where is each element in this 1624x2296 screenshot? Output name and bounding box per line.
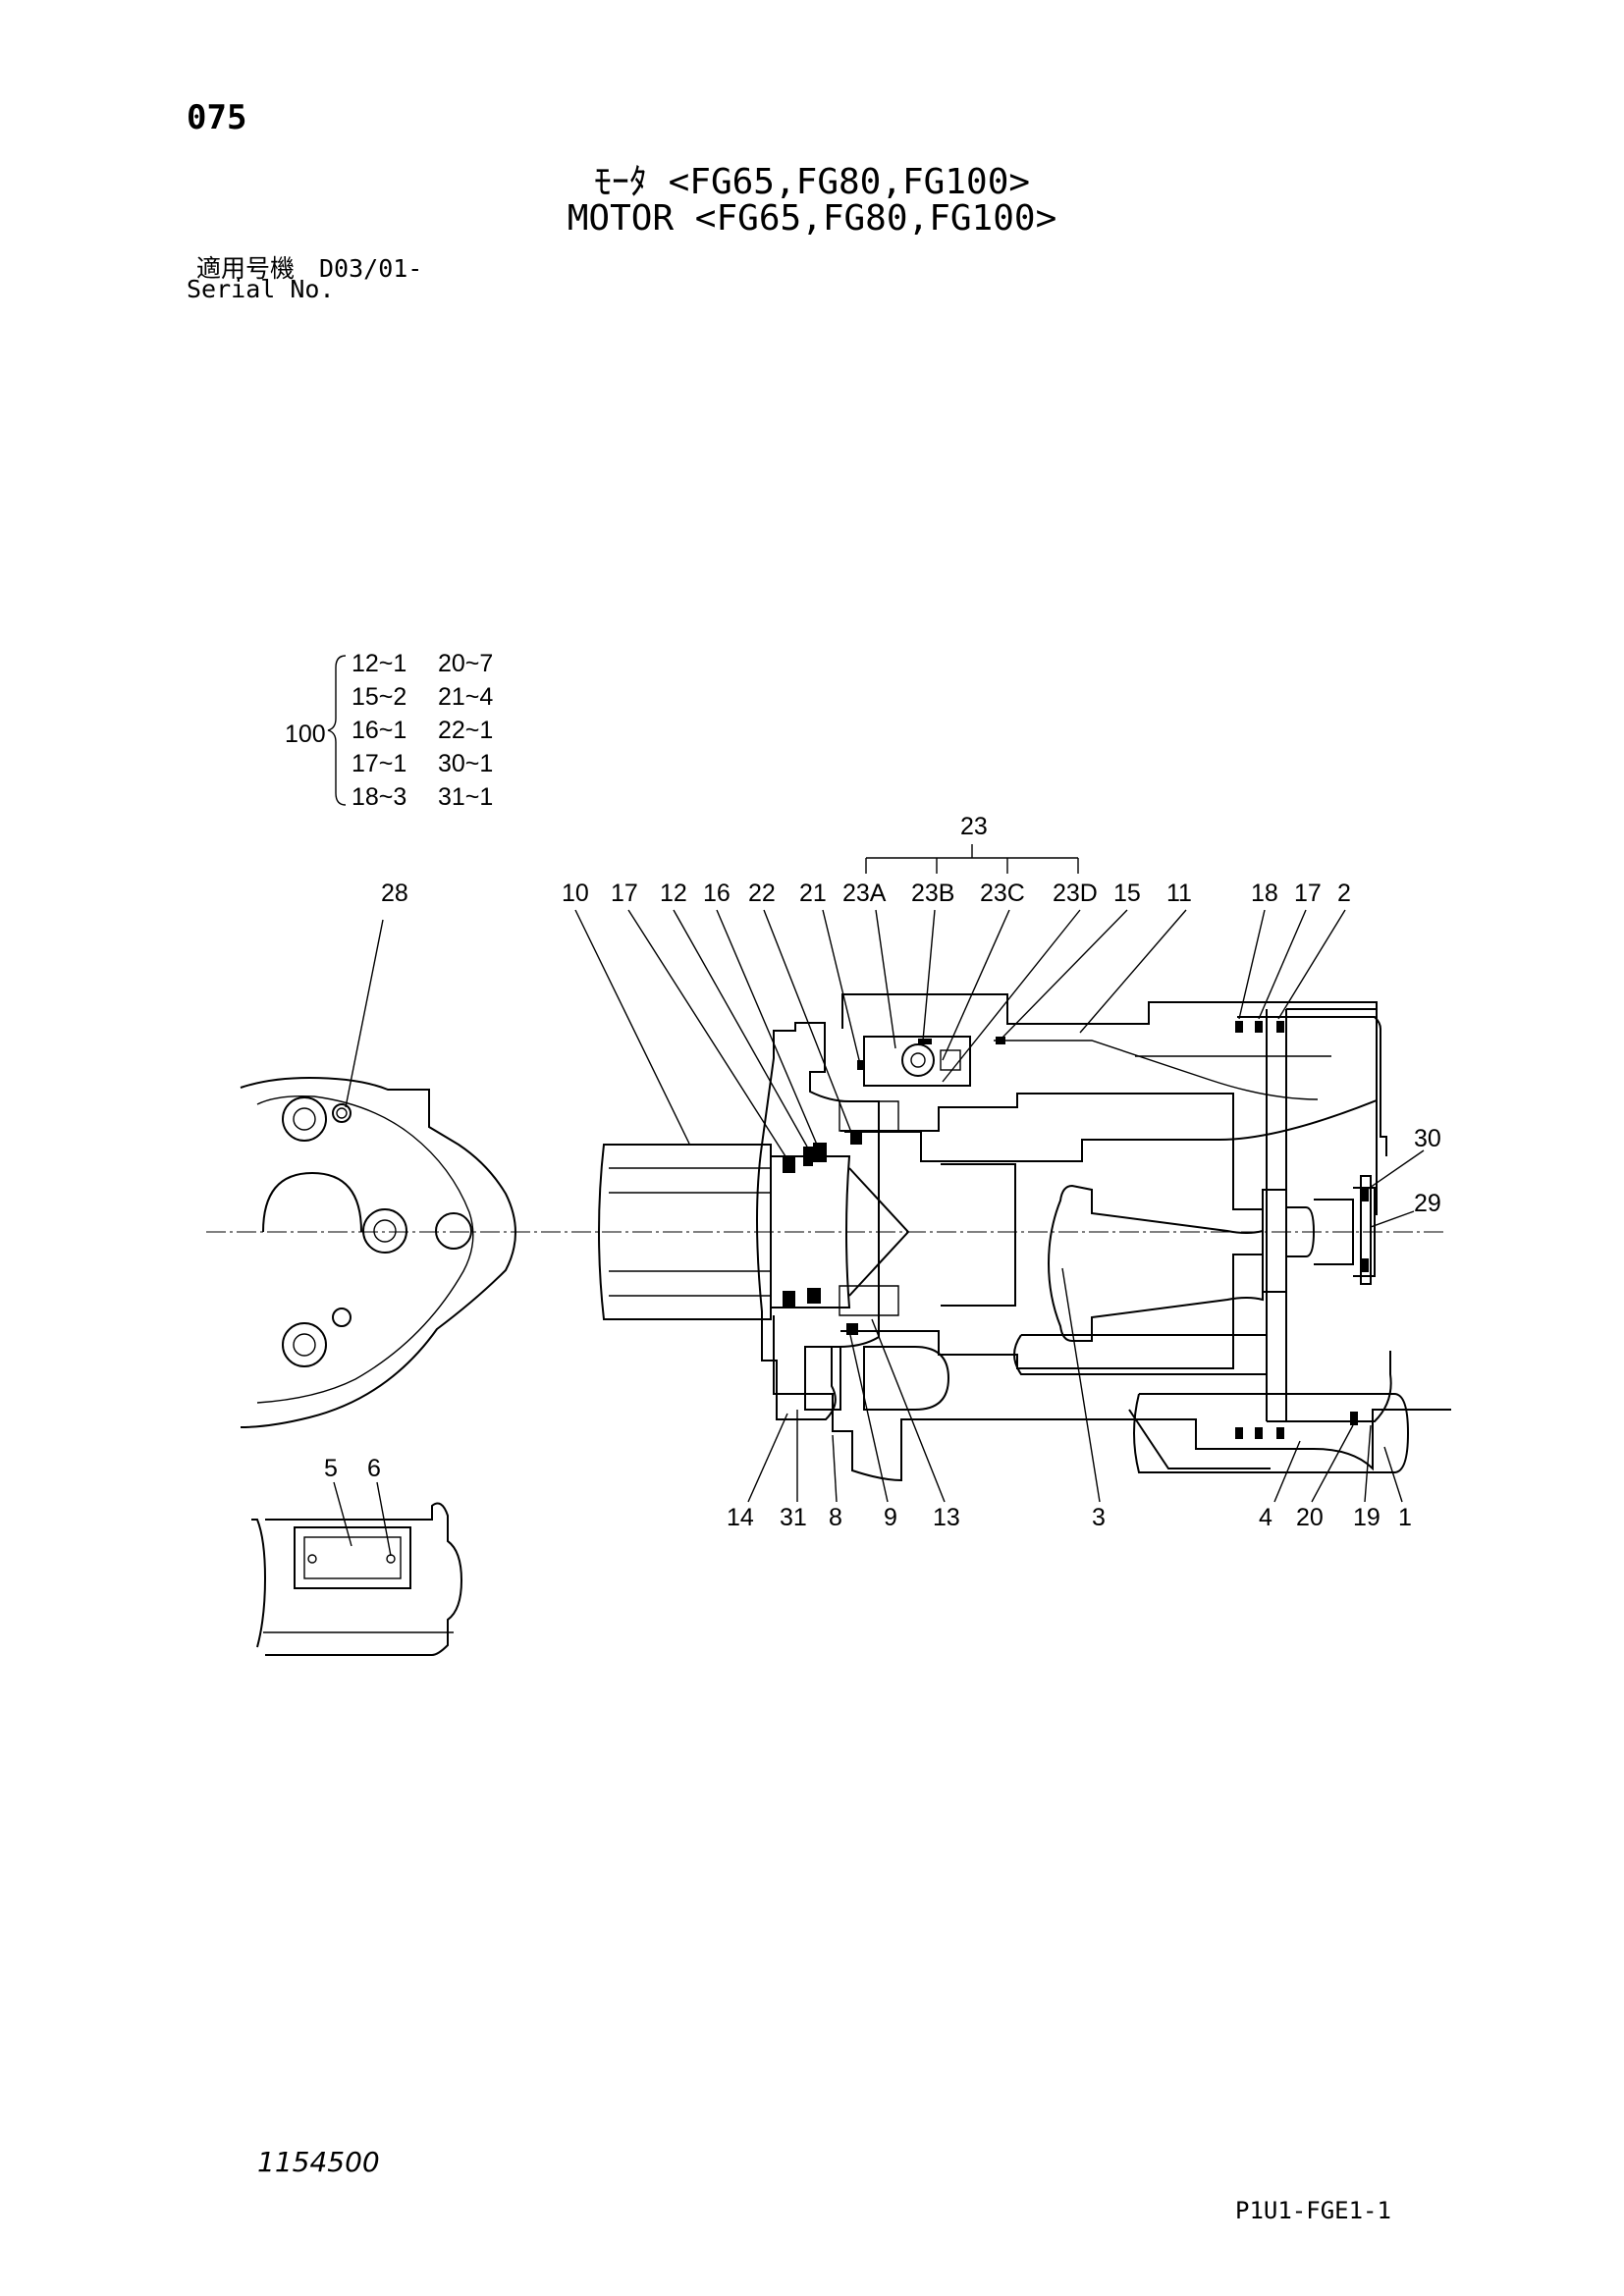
callout-31: 31: [780, 1504, 807, 1531]
callout-14: 14: [727, 1504, 754, 1531]
kit-list: 100 12~1 15~2 16~1 17~1 18~3 20~7 21~4 2…: [285, 650, 493, 811]
leader-6: [376, 1481, 392, 1557]
callout-19: 19: [1353, 1504, 1380, 1531]
callout-13: 13: [933, 1504, 960, 1531]
serial-label-english: Serial No.: [187, 275, 335, 303]
callout-20: 20: [1296, 1504, 1324, 1531]
page-reference: P1U1-FGE1-1: [1235, 2197, 1391, 2224]
leader-lines: [574, 909, 1425, 1503]
callout-3: 3: [1092, 1504, 1106, 1531]
callout-23b: 23B: [911, 880, 954, 907]
end-view: [240, 919, 516, 1428]
serial-label-japanese: 適用号機 D03/01-: [196, 254, 423, 283]
callout-labels: 23 28 10 17 12 16 22 21 23A 23B 23C 23D …: [324, 813, 1441, 1531]
callout-23: 23: [960, 813, 988, 840]
callout-30: 30: [1414, 1125, 1441, 1152]
kit-right-4: 30~1: [438, 750, 493, 777]
callout-17-top: 17: [611, 880, 638, 907]
callout-23c: 23C: [980, 880, 1025, 907]
callout-28: 28: [381, 880, 408, 907]
callout-10: 10: [562, 880, 589, 907]
page-number: 075: [187, 98, 247, 137]
callout-group-23: [865, 844, 1079, 874]
callout-5: 5: [324, 1455, 338, 1482]
kit-right-2: 21~4: [438, 683, 493, 711]
callout-6: 6: [367, 1455, 381, 1482]
kit-right-5: 31~1: [438, 783, 493, 811]
leader-5: [333, 1481, 352, 1547]
callout-4: 4: [1259, 1504, 1272, 1531]
callout-17-right: 17: [1294, 880, 1322, 907]
callout-8: 8: [829, 1504, 842, 1531]
kit-brace: [327, 655, 347, 806]
callout-15: 15: [1113, 880, 1141, 907]
callout-1: 1: [1398, 1504, 1412, 1531]
kit-left-1: 12~1: [352, 650, 406, 677]
motor-cross-section: [598, 993, 1451, 1482]
kit-left-3: 16~1: [352, 717, 406, 744]
callout-12: 12: [660, 880, 687, 907]
callout-21: 21: [799, 880, 827, 907]
kit-right-1: 20~7: [438, 650, 493, 677]
kit-left-2: 15~2: [352, 683, 406, 711]
callout-22: 22: [748, 880, 776, 907]
callout-29: 29: [1414, 1190, 1441, 1217]
callout-11: 11: [1166, 880, 1192, 907]
drawing-code: 1154500: [257, 2146, 380, 2178]
kit-left-4: 17~1: [352, 750, 406, 777]
kit-left-5: 18~3: [352, 783, 406, 811]
callout-2: 2: [1337, 880, 1351, 907]
title-japanese: ﾓｰﾀ <FG65,FG80,FG100>: [593, 162, 1031, 202]
title-english: MOTOR <FG65,FG80,FG100>: [567, 198, 1057, 239]
callout-23a: 23A: [842, 880, 887, 907]
nameplate-detail-view: [251, 1481, 463, 1656]
callout-16: 16: [703, 880, 731, 907]
callout-18: 18: [1251, 880, 1278, 907]
kit-right-3: 22~1: [438, 717, 493, 744]
kit-id: 100: [285, 721, 326, 748]
callout-9: 9: [884, 1504, 897, 1531]
leader-28: [345, 919, 384, 1108]
callout-23d: 23D: [1053, 880, 1098, 907]
